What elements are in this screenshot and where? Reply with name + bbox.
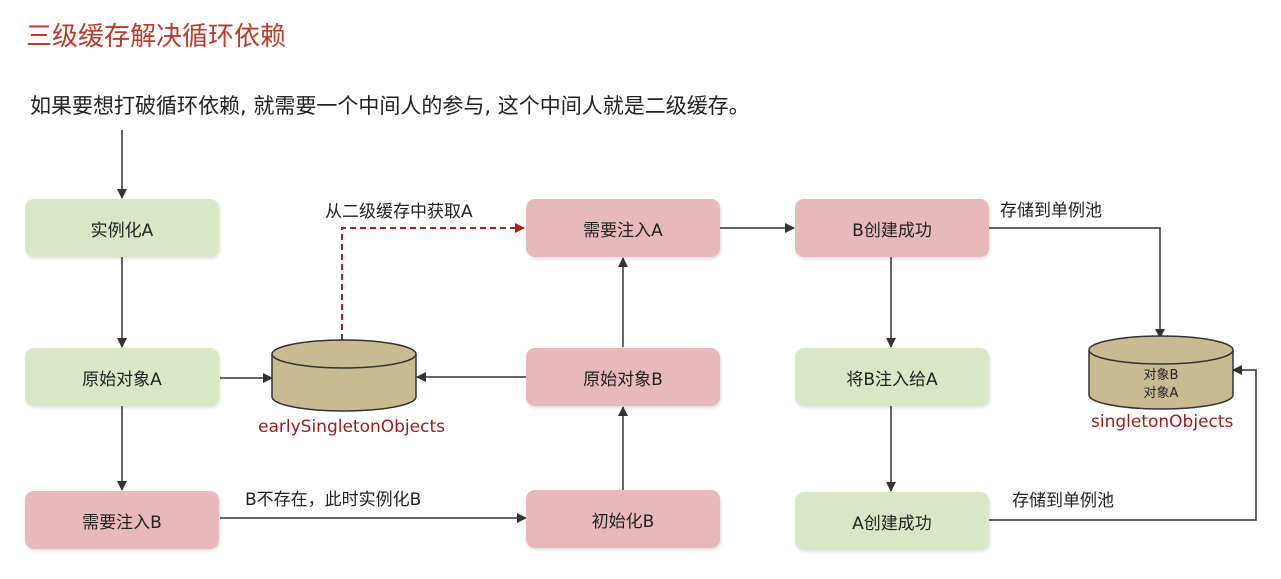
node-raw-object-b: 原始对象B [526,348,720,406]
node-need-inject-b: 需要注入B [25,491,219,549]
edge-early-cache-to-need-inject-a [341,223,525,340]
edge-a-created-to-singleton [989,365,1257,521]
edge-label-b-not-exist: B不存在，此时实例化B [245,490,422,510]
singleton-cache-cylinder [1088,335,1234,410]
page-subtitle: 如果要想打破循环依赖, 就需要一个中间人的参与, 这个中间人就是二级缓存。 [30,94,750,118]
node-raw-object-a: 原始对象A [25,348,219,406]
edge-b-created-to-singleton [989,227,1165,339]
node-need-inject-a: 需要注入A [526,199,720,257]
singleton-cache-item: 对象B [1143,368,1179,383]
edge-label-store-singleton-pool-2: 存储到单例池 [1012,491,1114,511]
node-a-created: A创建成功 [795,492,989,550]
edge-label-get-from-second-cache: 从二级缓存中获取A [325,202,473,222]
node-init-b: 初始化B [526,490,720,548]
edge-label-store-singleton-pool-1: 存储到单例池 [1000,201,1102,221]
singleton-cache-contents: 对象B 对象A [1131,367,1191,403]
early-singleton-cache-cylinder [271,339,417,412]
singleton-cache-label: singletonObjects [1091,412,1234,432]
node-inject-b-to-a: 将B注入给A [795,348,989,406]
page-title: 三级缓存解决循环依赖 [26,22,287,52]
early-singleton-cache-label: earlySingletonObjects [258,417,445,437]
node-instantiate-a: 实例化A [25,199,219,257]
singleton-cache-item: 对象A [1143,386,1179,401]
node-b-created: B创建成功 [795,199,989,257]
